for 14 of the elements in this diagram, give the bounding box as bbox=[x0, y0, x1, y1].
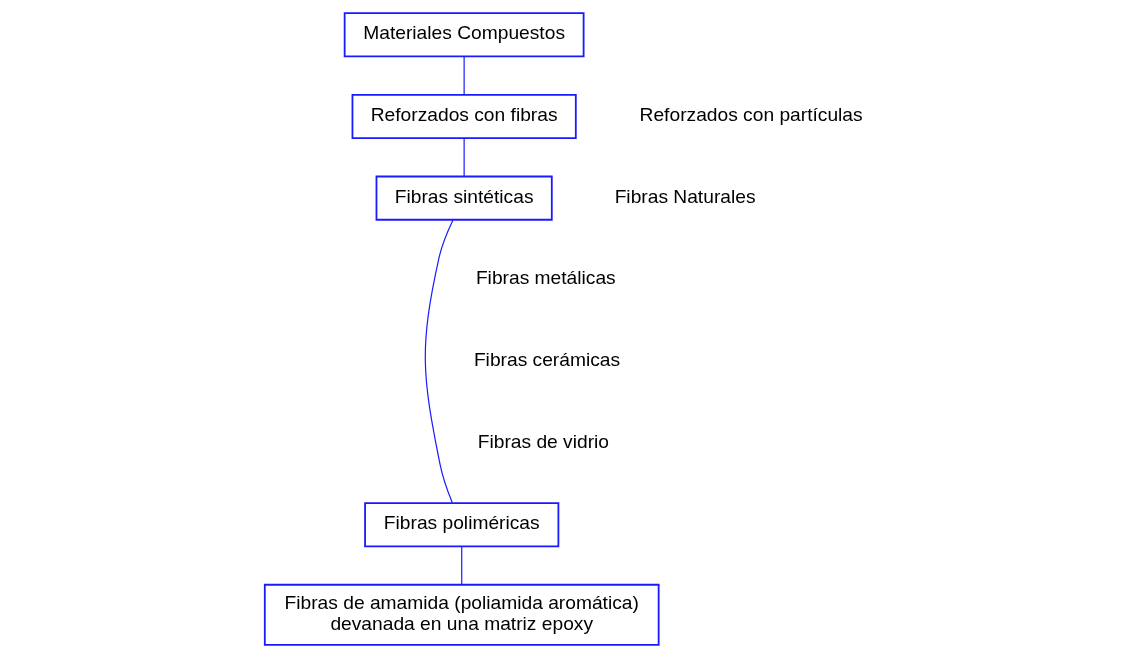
label: Fibras de vidrio bbox=[477, 430, 609, 452]
label: Fibras cerámicas bbox=[473, 348, 620, 370]
connector bbox=[424, 219, 454, 504]
node-box: Fibras de amamida (poliamida aromática) devanada en una matriz epoxy bbox=[263, 583, 660, 646]
label: Fibras metálicas bbox=[475, 267, 616, 289]
node-box: Fibras sintéticas bbox=[375, 175, 553, 221]
node-box: Materiales Compuestos bbox=[343, 12, 584, 58]
label: Reforzados con partículas bbox=[639, 104, 863, 126]
connector bbox=[460, 546, 462, 586]
label: Fibras Naturales bbox=[614, 185, 756, 207]
connector bbox=[463, 137, 465, 177]
node-box: Reforzados con fibras bbox=[351, 93, 577, 139]
connector bbox=[463, 56, 465, 95]
node-box: Fibras poliméricas bbox=[363, 502, 559, 548]
